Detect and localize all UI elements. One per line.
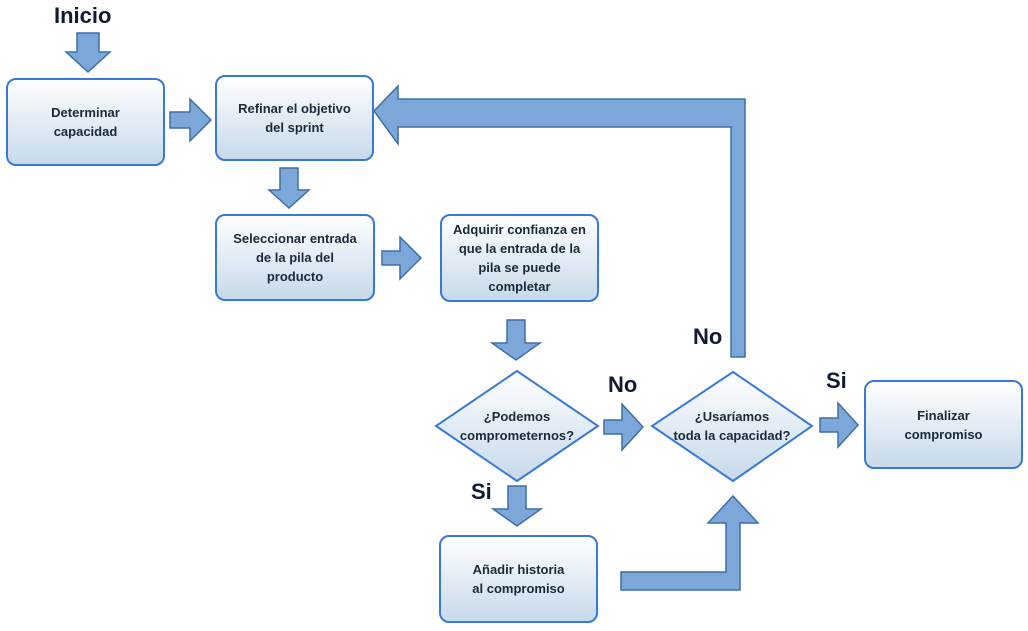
- arrow-commit-yes: [490, 485, 544, 527]
- box-select-backlog-item: [215, 214, 375, 301]
- finalize-commitment-label: Finalizar compromiso: [904, 407, 983, 442]
- diamond-use-all-capacity: [650, 370, 814, 483]
- commit-no-label: No: [608, 372, 638, 397]
- can-we-commit-label: ¿Podemos comprometernos?: [459, 409, 575, 443]
- box-add-story: [439, 535, 598, 623]
- refine-goal-label: Refinar el objetivo del sprint: [238, 101, 351, 135]
- start-arrow: [64, 32, 112, 74]
- arrow-select-to-confidence: [381, 235, 423, 281]
- arrow-refine-to-select: [267, 167, 311, 210]
- box-determine-capacity: [6, 78, 165, 166]
- capacity-no-label: No: [693, 324, 723, 349]
- determine-capacity-label: Determinar capacidad: [51, 105, 120, 139]
- add-story-label: Añadir historia al compromiso: [472, 562, 565, 596]
- gain-confidence-label: Adquirir confianza en que la entrada de …: [453, 222, 586, 294]
- arrow-add-to-capacity: [620, 494, 760, 591]
- box-refine-goal: [215, 75, 374, 161]
- arrow-capacity-no-loop: [373, 84, 746, 358]
- box-finalize-commitment: [864, 380, 1023, 469]
- commit-yes-label: Si: [471, 479, 492, 504]
- arrow-capacity-yes: [819, 401, 860, 449]
- use-all-capacity-label: ¿Usaríamos toda la capacidad?: [673, 409, 791, 443]
- capacity-yes-label: Si: [826, 368, 847, 393]
- arrow-capacity-to-refine: [169, 97, 213, 143]
- arrow-commit-no: [603, 402, 645, 452]
- diamond-can-we-commit: [434, 369, 600, 483]
- arrow-confidence-to-commit: [489, 319, 543, 361]
- select-backlog-item-label: Seleccionar entrada de la pila del produ…: [233, 231, 357, 284]
- box-gain-confidence: [440, 214, 599, 302]
- start-label: Inicio: [54, 3, 112, 28]
